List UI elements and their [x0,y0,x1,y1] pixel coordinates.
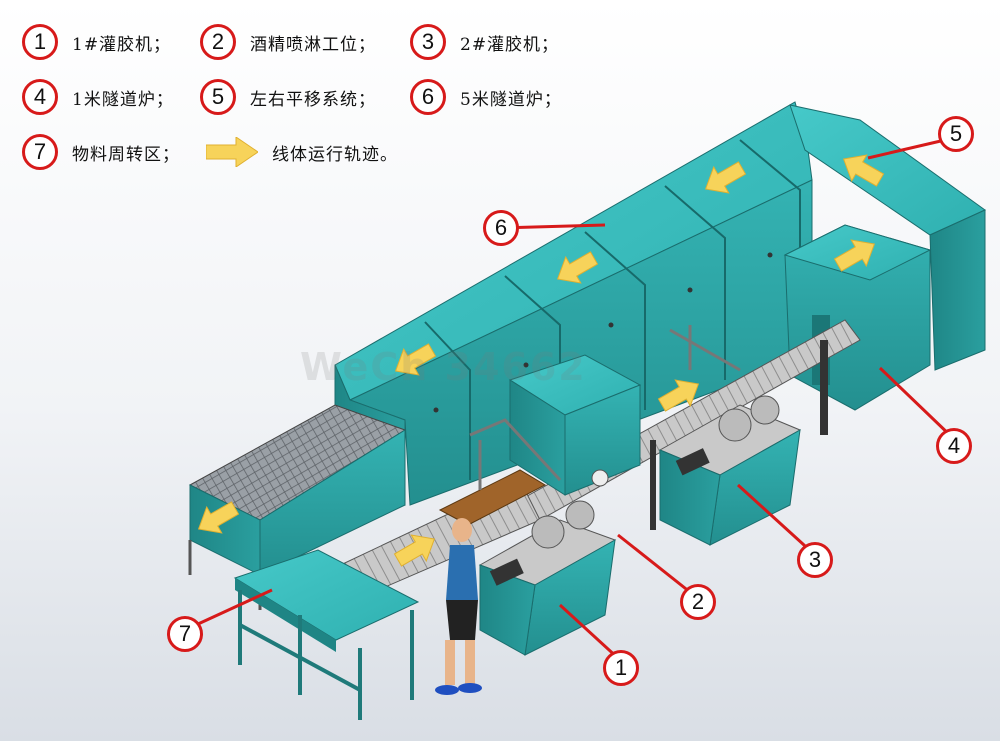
glue-machine-1 [478,469,617,656]
flow-arrow-icon [394,343,437,376]
legend-row-1: 1 1#灌胶机； 2 酒精喷淋工位； 3 2#灌胶机； [22,24,569,60]
callout-4: 4 [936,428,972,464]
watermark: WeCh 34662 [300,345,587,389]
legend-label: 酒精喷淋工位； [250,34,376,55]
legend-item-6: 6 5米隧道炉； [410,79,562,115]
flow-arrow-icon [842,154,885,187]
flow-arrow-icon [833,239,876,272]
legend-item-1: 1 1#灌胶机； [22,24,190,60]
flow-arrow-icon [393,534,436,567]
legend-arrow-label: 线体运行轨迹。 [272,144,398,165]
callout-6: 6 [483,210,519,246]
callout-5: 5 [938,116,974,152]
legend-label: 5米隧道炉； [460,89,562,110]
flow-arrow-icon [704,161,747,194]
alcohol-spray-station [438,354,642,526]
legend-badge: 2 [200,24,236,60]
legend-badge: 5 [200,79,236,115]
legend-item-3: 3 2#灌胶机； [410,24,559,60]
callout-1: 1 [603,650,639,686]
callout-7: 7 [167,616,203,652]
legend-item-4: 4 1米隧道炉； [22,79,190,115]
glue-machine-2 [658,325,802,546]
legend-badge: 3 [410,24,446,60]
legend-item-2: 2 酒精喷淋工位； [200,24,400,60]
legend-label: 物料周转区； [72,144,180,165]
flow-arrow-icon [206,137,258,167]
callout-3: 3 [797,542,833,578]
flow-arrows [197,154,885,567]
legend-row-3: 7 物料周转区； 线体运行轨迹。 [22,134,398,170]
flow-arrow-icon [556,251,599,284]
legend-badge: 4 [22,79,58,115]
legend-label: 1#灌胶机； [72,34,172,55]
flow-arrow-icon [197,501,240,534]
operator-figure [435,518,482,695]
legend-item-7: 7 物料周转区； [22,134,180,170]
legend-item-5: 5 左右平移系统； [200,79,400,115]
legend-badge: 1 [22,24,58,60]
legend-badge: 7 [22,134,58,170]
legend-badge: 6 [410,79,446,115]
flow-arrow-icon [657,379,700,412]
legend-label: 1米隧道炉； [72,89,174,110]
legend-row-2: 4 1米隧道炉； 5 左右平移系统； 6 5米隧道炉； [22,79,572,115]
legend-label: 左右平移系统； [250,89,376,110]
legend-label: 2#灌胶机； [460,34,560,55]
callout-2: 2 [680,584,716,620]
